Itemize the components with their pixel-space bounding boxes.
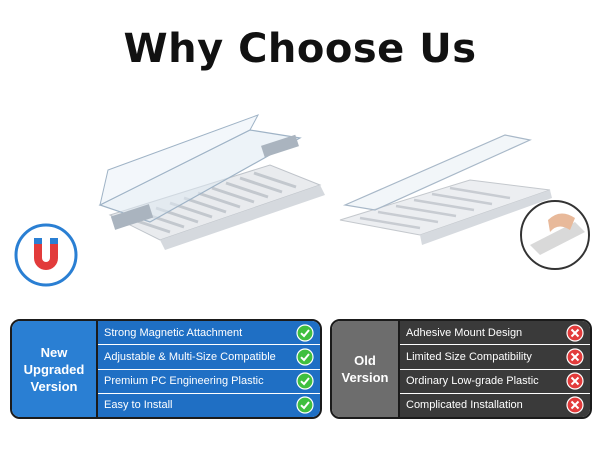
old-feature-row: Limited Size Compatibility [400, 345, 590, 370]
old-feature-row: Adhesive Mount Design [400, 321, 590, 346]
new-feature-row: Strong Magnetic Attachment [98, 321, 320, 346]
new-feature-text: Premium PC Engineering Plastic [104, 375, 264, 388]
old-feature-row: Ordinary Low-grade Plastic [400, 369, 590, 394]
check-circle-icon [296, 348, 314, 366]
new-feature-text: Easy to Install [104, 399, 173, 412]
old-feature-text: Limited Size Compatibility [406, 350, 532, 363]
old-feature-text: Ordinary Low-grade Plastic [406, 375, 539, 388]
new-version-panel: New Upgraded Version Strong Magnetic Att… [10, 319, 322, 419]
old-version-panel: Old Version Adhesive Mount Design Limite… [330, 319, 592, 419]
old-version-feature-list: Adhesive Mount Design Limited Size Compa… [400, 321, 590, 417]
check-circle-icon [296, 324, 314, 342]
adhesive-tape-icon [520, 200, 590, 270]
new-feature-text: Strong Magnetic Attachment [104, 326, 243, 339]
old-feature-text: Complicated Installation [406, 399, 523, 412]
old-feature-text: Adhesive Mount Design [406, 326, 523, 339]
new-feature-row: Premium PC Engineering Plastic [98, 369, 320, 394]
new-version-label: New Upgraded Version [12, 321, 98, 417]
new-version-feature-list: Strong Magnetic Attachment Adjustable & … [98, 321, 320, 417]
product-illustrations [14, 114, 590, 287]
new-feature-row: Easy to Install [98, 393, 320, 417]
cross-circle-icon [566, 348, 584, 366]
magnet-icon [14, 223, 78, 287]
old-version-label: Old Version [332, 321, 400, 417]
old-version-product-image [339, 134, 552, 245]
new-feature-text: Adjustable & Multi-Size Compatible [104, 350, 276, 363]
cross-circle-icon [566, 324, 584, 342]
page-title: Why Choose Us [123, 26, 477, 72]
check-circle-icon [296, 396, 314, 414]
cross-circle-icon [566, 396, 584, 414]
new-version-product-image [98, 114, 325, 250]
check-circle-icon [296, 372, 314, 390]
new-feature-row: Adjustable & Multi-Size Compatible [98, 345, 320, 370]
old-feature-row: Complicated Installation [400, 393, 590, 417]
cross-circle-icon [566, 372, 584, 390]
